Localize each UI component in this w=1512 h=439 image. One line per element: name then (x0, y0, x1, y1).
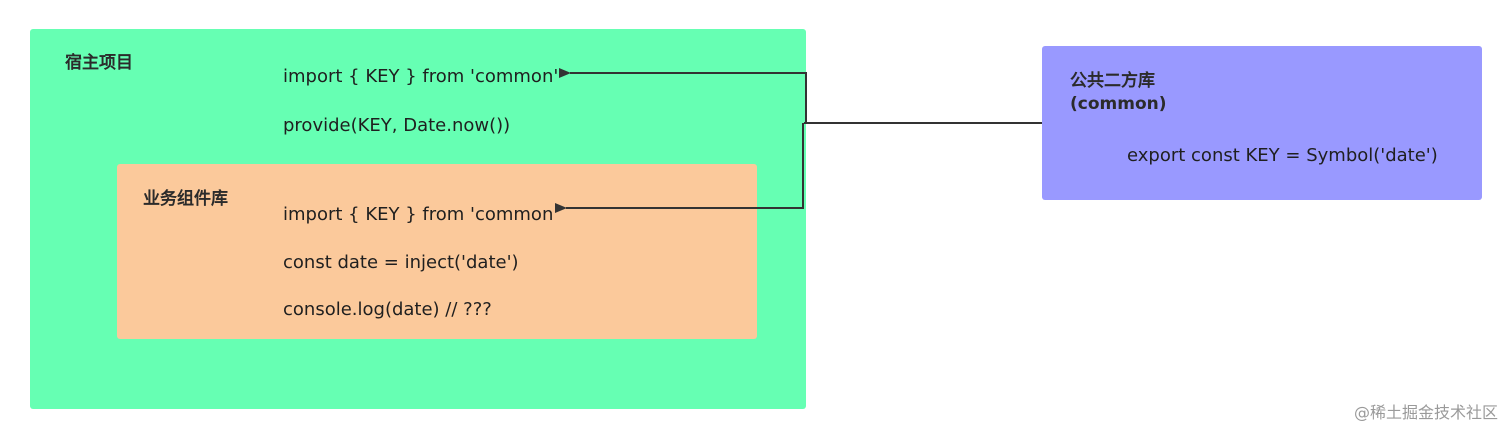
common-export-line: export const KEY = Symbol('date') (1127, 145, 1438, 166)
host-provide-line: provide(KEY, Date.now()) (283, 115, 511, 136)
host-project-title: 宿主项目 (65, 53, 133, 73)
lib-import-line: import { KEY } from 'common' (283, 204, 559, 225)
host-import-line: import { KEY } from 'common' (283, 66, 559, 87)
lib-inject-line: const date = inject('date') (283, 252, 519, 273)
lib-console-line: console.log(date) // ??? (283, 299, 492, 320)
watermark: @稀土掘金技术社区 (1353, 403, 1498, 422)
common-lib-box (1042, 46, 1482, 200)
business-component-lib-box (117, 164, 757, 339)
common-lib-title: 公共二方库 (1070, 71, 1155, 91)
business-lib-title: 业务组件库 (143, 189, 228, 209)
common-lib-subtitle: (common) (1070, 94, 1167, 114)
arrow-to-host-import (559, 68, 807, 123)
arrow-to-lib-import (555, 123, 804, 213)
